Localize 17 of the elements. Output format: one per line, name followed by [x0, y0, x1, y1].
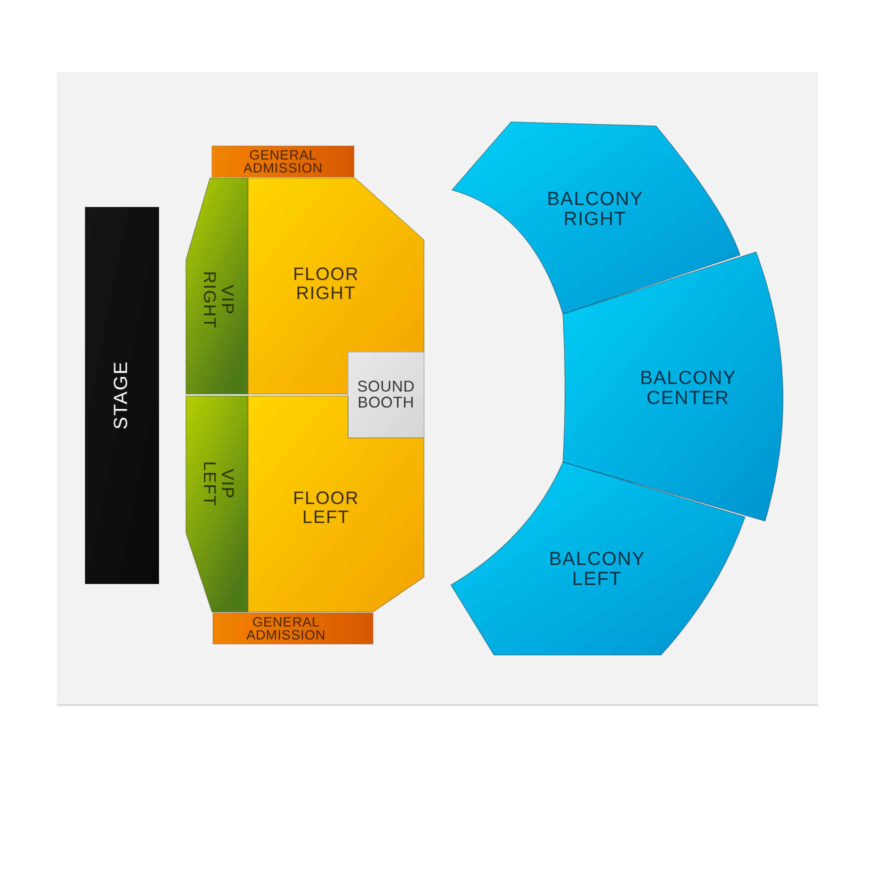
section-label: GENERAL ADMISSION: [243, 148, 323, 175]
seating-section: [213, 613, 373, 644]
stage-area: [85, 207, 159, 584]
stage-label: STAGE: [112, 360, 132, 430]
section-label: BALCONY RIGHT: [546, 190, 644, 230]
section-label: VIP RIGHT: [200, 271, 236, 329]
seating-section: [212, 146, 354, 177]
section-label: SOUND BOOTH: [357, 380, 415, 412]
sound-booth-area: [348, 352, 424, 438]
section-label: VIP LEFT: [200, 461, 236, 507]
seating-section: [450, 121, 742, 316]
section-label: BALCONY LEFT: [548, 550, 646, 590]
section-label: FLOOR RIGHT: [293, 264, 359, 304]
section-label: BALCONY CENTER: [640, 368, 736, 410]
seating-section: [450, 460, 747, 657]
section-label: GENERAL ADMISSION: [246, 615, 326, 642]
section-label: FLOOR LEFT: [293, 488, 359, 528]
